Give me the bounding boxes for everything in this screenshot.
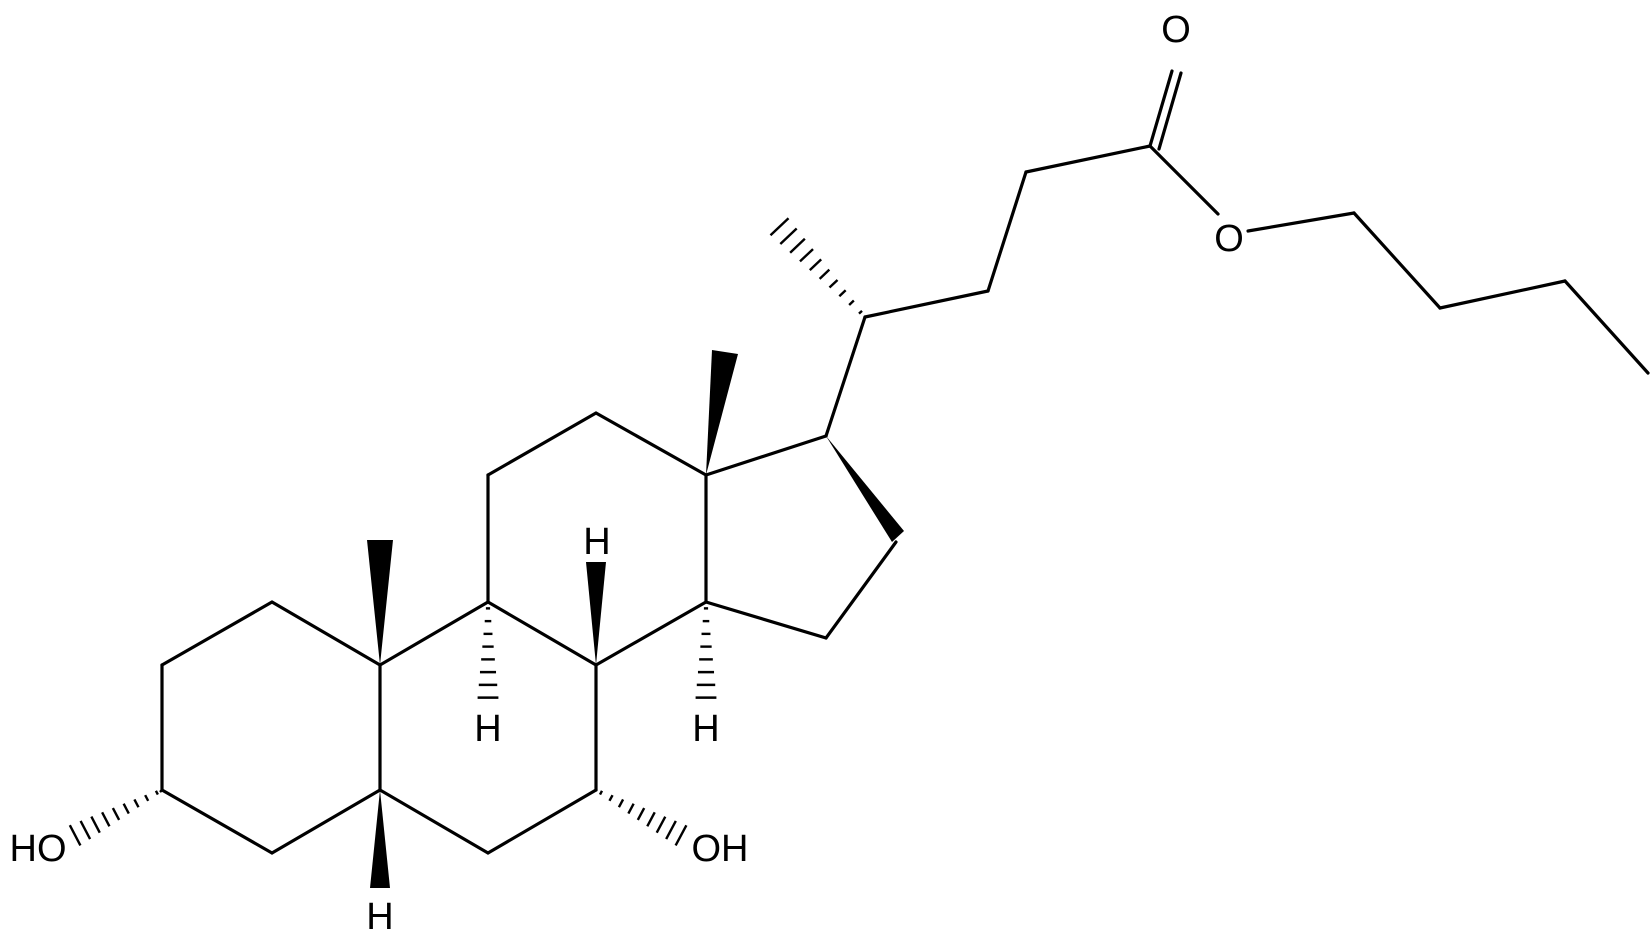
hash-c7-oh-stroke bbox=[617, 798, 625, 808]
hash-c3-oh-stroke bbox=[90, 816, 101, 834]
hash-c20-methyl-stroke bbox=[818, 268, 831, 280]
hash-c7-oh-stroke bbox=[636, 807, 646, 821]
wedge-c8-h bbox=[586, 562, 606, 665]
hash-c7-oh-stroke bbox=[646, 811, 656, 827]
wedge-c17-c20 bbox=[826, 436, 904, 542]
hash-c20-methyl-stroke bbox=[769, 217, 790, 237]
wedge-c10-methyl bbox=[367, 540, 393, 665]
hash-c20-methyl-stroke bbox=[848, 299, 855, 306]
hash-c7-oh-stroke bbox=[655, 816, 667, 834]
hash-c3-oh-stroke bbox=[101, 811, 111, 827]
hydrogen-9-label: H bbox=[474, 708, 501, 750]
hash-c7-oh-stroke bbox=[627, 803, 635, 815]
ring-a bbox=[160, 600, 382, 855]
hash-c7-oh-stroke bbox=[598, 790, 604, 796]
ester-oxygen-label: O bbox=[1214, 218, 1244, 260]
hydrogen-5-label: H bbox=[366, 896, 393, 936]
carbonyl-oxygen-label: O bbox=[1161, 9, 1191, 51]
ring-d bbox=[704, 434, 898, 640]
hash-c3-oh-stroke bbox=[122, 803, 130, 815]
wedge-bonds bbox=[367, 350, 904, 888]
wedge-c5-h bbox=[370, 790, 390, 888]
hash-c7-oh-stroke bbox=[608, 794, 614, 802]
atom-labels: O O HO OH H H H H bbox=[10, 9, 1244, 936]
hash-c7-oh-stroke bbox=[674, 824, 688, 846]
hydroxyl-7-label: OH bbox=[692, 828, 749, 870]
hydrogen-14-label: H bbox=[692, 708, 719, 750]
hash-c3-oh-stroke bbox=[154, 790, 159, 796]
hash-c3-oh-stroke bbox=[79, 820, 92, 840]
hash-c20-methyl-stroke bbox=[789, 237, 806, 254]
hash-c20-methyl-stroke bbox=[838, 289, 847, 298]
hydroxyl-bonds bbox=[159, 789, 163, 793]
hash-c3-oh-stroke bbox=[144, 794, 150, 802]
hash-c20-methyl-stroke bbox=[808, 258, 823, 272]
hash-c3-oh-stroke bbox=[68, 824, 82, 847]
hash-c20-methyl-stroke bbox=[799, 248, 814, 263]
ring-c bbox=[486, 411, 708, 667]
side-chain bbox=[824, 69, 1650, 438]
ring-b bbox=[378, 600, 598, 855]
hashed-wedge-bonds bbox=[68, 217, 863, 847]
hash-c20-methyl-stroke bbox=[858, 309, 863, 315]
hydroxyl-3-label: HO bbox=[10, 828, 67, 870]
hash-c7-oh-stroke bbox=[665, 820, 677, 840]
hydrogen-8-label: H bbox=[583, 521, 610, 563]
hash-c3-oh-stroke bbox=[133, 798, 140, 808]
hash-c3-oh-stroke bbox=[111, 807, 121, 821]
hash-c20-methyl-stroke bbox=[828, 279, 839, 289]
wedge-c13-methyl bbox=[706, 350, 738, 475]
hash-c20-methyl-stroke bbox=[779, 227, 798, 245]
